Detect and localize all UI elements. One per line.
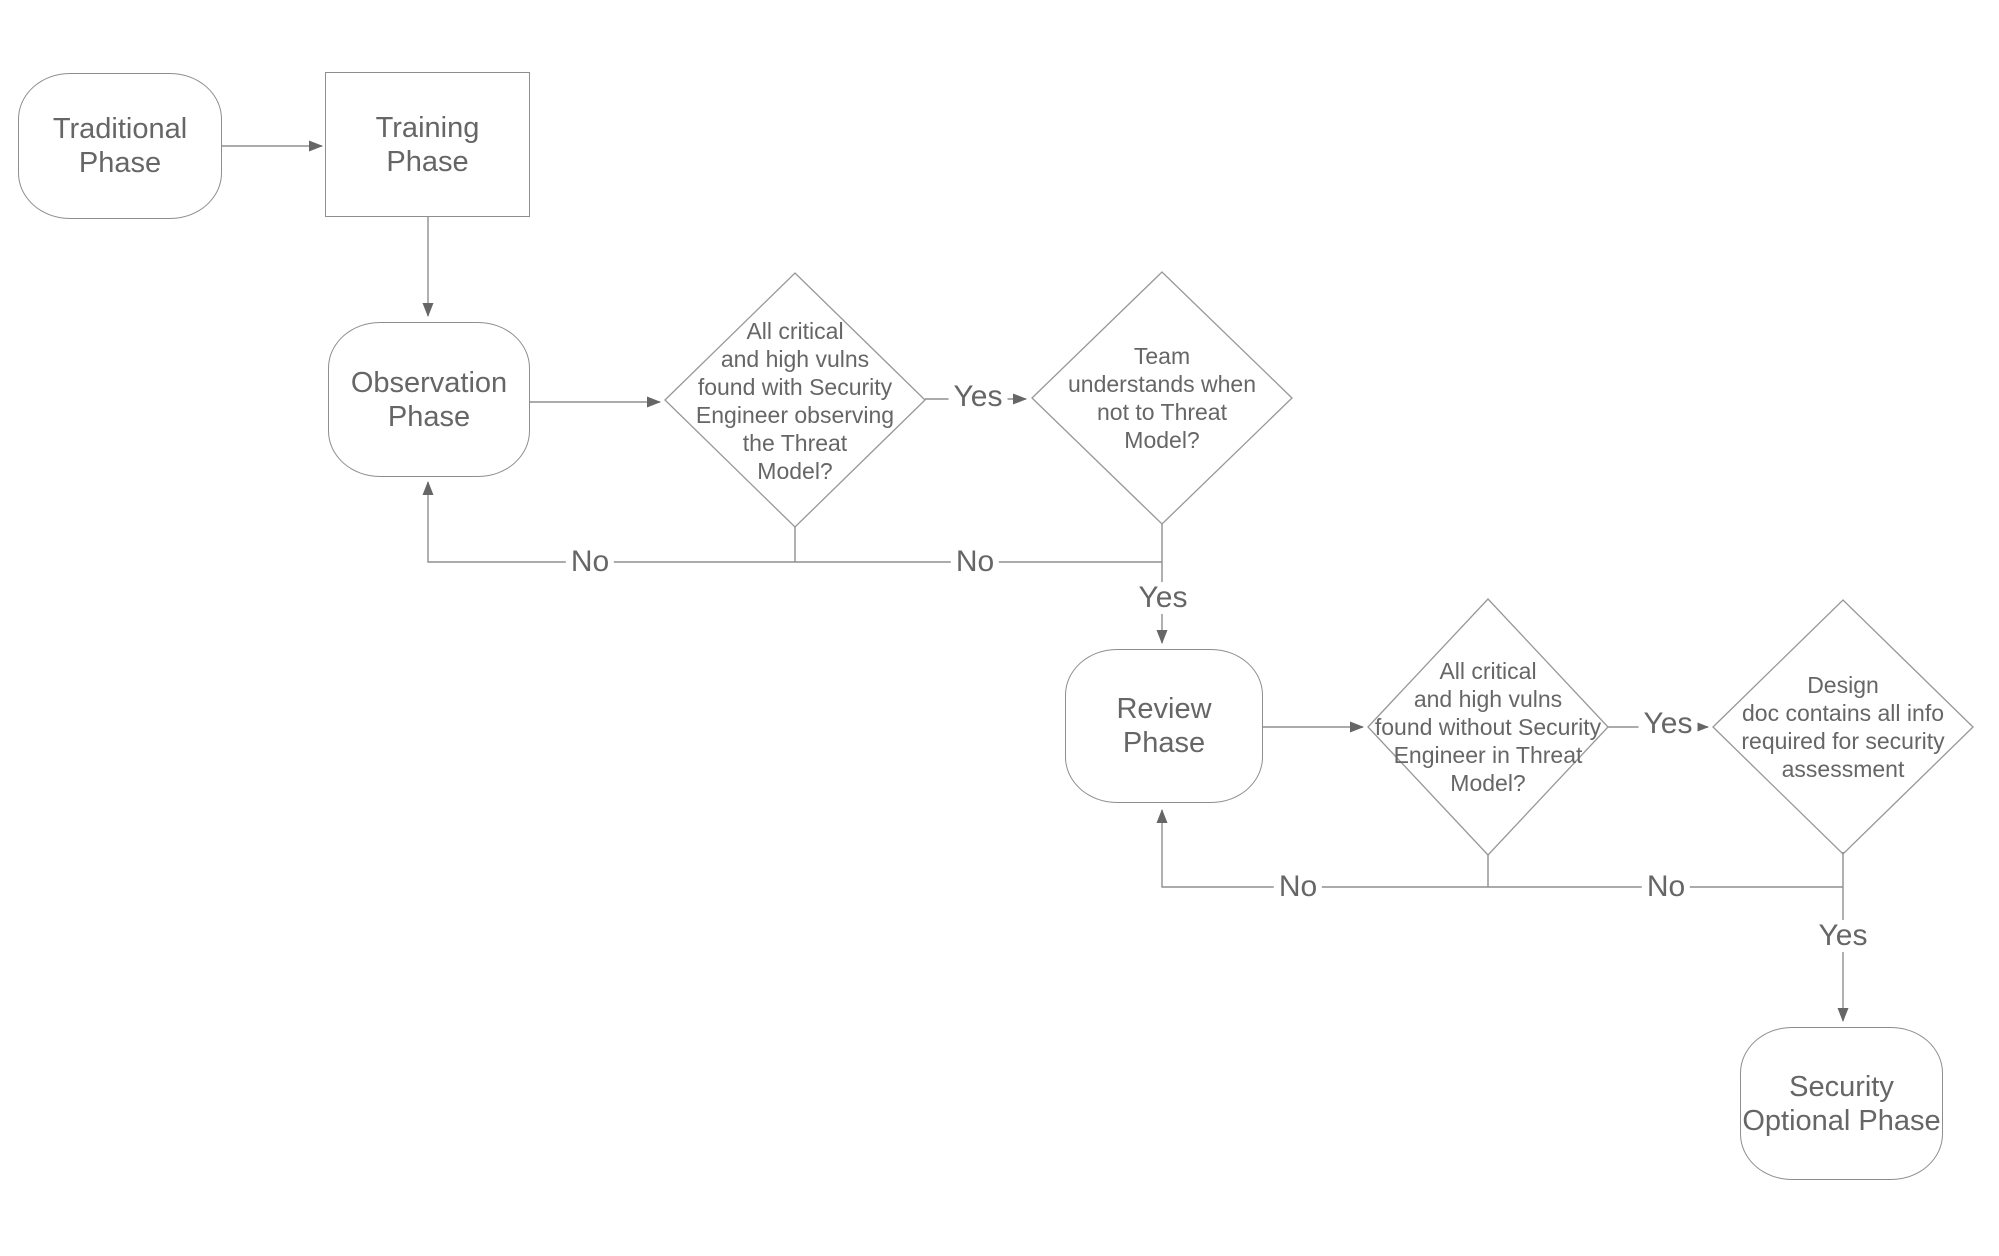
decision-d2-label: Team understands when not to Threat Mode…: [1068, 343, 1256, 453]
edge-label-d3-no: No: [1273, 871, 1323, 903]
node-training-phase-label: Training Phase: [375, 111, 480, 178]
edge-label-d1-no: No: [565, 546, 615, 578]
decision-d1-label: All critical and high vulns found with S…: [695, 318, 895, 484]
node-observation-phase: Observation Phase: [328, 322, 530, 477]
edge-label-d3-yes: Yes: [1638, 708, 1698, 740]
edge-no-feedback-to-observation: [422, 481, 1162, 563]
edge-no-feedback-to-review: [1156, 809, 1843, 888]
node-review-phase: Review Phase: [1065, 649, 1263, 803]
node-security-optional-phase: Security Optional Phase: [1740, 1027, 1943, 1180]
edge-label-d2-no: No: [950, 546, 1000, 578]
node-training-phase: Training Phase: [325, 72, 530, 217]
node-traditional-phase: Traditional Phase: [18, 73, 222, 219]
connector-lines: [222, 140, 1849, 1022]
decision-diamond-vulns-with-engineer: [664, 272, 926, 528]
decision-d3-label: All critical and high vulns found withou…: [1374, 658, 1602, 796]
node-traditional-phase-label: Traditional Phase: [52, 113, 188, 179]
edge-label-d1-yes: Yes: [948, 381, 1008, 413]
decision-diamond-team-understands: [1031, 271, 1293, 525]
node-review-phase-label: Review Phase: [1116, 693, 1212, 759]
decision-d4-label: Design doc contains all info required fo…: [1741, 672, 1945, 782]
decision-diamond-design-doc: [1712, 599, 1974, 855]
edge-label-d4-no: No: [1641, 871, 1691, 903]
decision-diamonds: [664, 271, 1974, 856]
edge-label-d4-yes: Yes: [1813, 920, 1873, 952]
node-observation-phase-label: Observation Phase: [350, 366, 508, 433]
node-security-optional-phase-label: Security Optional Phase: [1742, 1070, 1941, 1137]
edge-label-d2-yes: Yes: [1133, 582, 1193, 614]
